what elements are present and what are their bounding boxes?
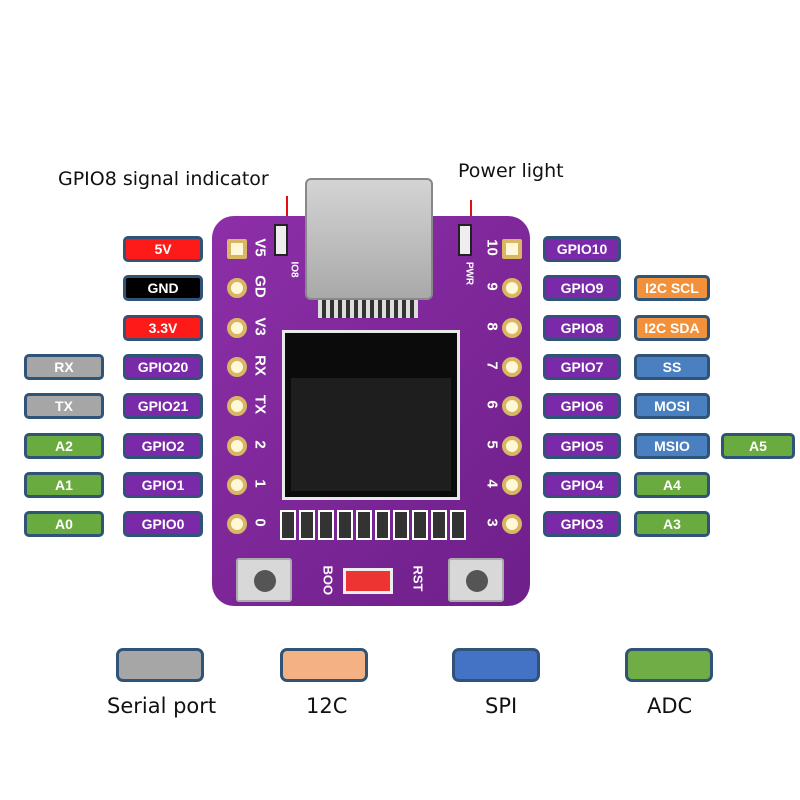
legend-label-i2c: 12C xyxy=(306,694,348,718)
power-led xyxy=(458,224,472,256)
alt-label-a3: A3 xyxy=(634,511,710,538)
silk-6: 6 xyxy=(483,400,501,409)
pin-pad xyxy=(227,435,247,456)
smd-component xyxy=(374,510,391,540)
pin-label-gpio9: GPIO9 xyxy=(543,275,621,302)
reset-button[interactable] xyxy=(448,558,504,602)
legend-swatch-adc xyxy=(625,648,713,682)
alt-label-tx: TX xyxy=(24,393,104,420)
smd-component xyxy=(431,510,448,540)
silk-pwr: PWR xyxy=(463,261,475,286)
silk-9: 9 xyxy=(483,282,501,291)
pin-label-gpio21: GPIO21 xyxy=(123,393,203,420)
smd-component xyxy=(450,510,467,540)
alt-label-a0: A0 xyxy=(24,511,104,538)
pin-pad xyxy=(502,474,522,495)
alt-label-i2c-sda: I2C SDA xyxy=(634,314,710,341)
pin-pad xyxy=(227,356,247,377)
pin-label-gpio2: GPIO2 xyxy=(123,432,203,459)
pin-label-gpio4: GPIO4 xyxy=(543,471,621,498)
smd-component xyxy=(355,510,372,540)
silk-4: 4 xyxy=(483,479,501,488)
pin-label-gpio3: GPIO3 xyxy=(543,511,621,538)
gpio8-indicator-arrow-icon xyxy=(281,196,293,226)
silk-rx: RX xyxy=(251,354,269,376)
alt-label-a5: A5 xyxy=(721,432,795,459)
pin-pad xyxy=(502,239,522,259)
gpio8-led xyxy=(274,224,288,256)
alt-label-mosi: MOSI xyxy=(634,393,710,420)
silk-gd: GD xyxy=(251,275,269,299)
silk-rst: RST xyxy=(410,565,426,592)
power-light-callout: Power light xyxy=(458,160,564,182)
oled-display-area xyxy=(291,378,451,491)
pin-pad xyxy=(227,239,247,259)
smd-component xyxy=(336,510,353,540)
alt-label-msio: MSIO xyxy=(634,432,710,459)
alt-label-rx: RX xyxy=(24,353,104,380)
pin-pad xyxy=(502,278,522,299)
silk-v5: V5 xyxy=(251,238,269,257)
pin-pad xyxy=(502,317,522,338)
pin-label-gpio5: GPIO5 xyxy=(543,432,621,459)
alt-label-i2c-scl: I2C SCL xyxy=(634,275,710,302)
smd-component xyxy=(280,510,296,540)
pin-pad xyxy=(502,356,522,377)
pin-label-gnd: GND xyxy=(123,275,203,302)
pin-pad xyxy=(502,396,522,417)
silk-3: 3 xyxy=(483,518,501,527)
smd-component xyxy=(317,510,334,540)
silk-10: 10 xyxy=(483,239,501,256)
pin-pad xyxy=(227,278,247,299)
pin-pad xyxy=(502,435,522,456)
pin-pad xyxy=(227,474,247,495)
smd-component-row xyxy=(280,510,467,540)
legend-swatch-i2c xyxy=(280,648,368,682)
silk-tx: TX xyxy=(251,395,269,415)
oled-screen xyxy=(282,330,460,500)
silk-2: 2 xyxy=(251,439,269,449)
legend-swatch-spi xyxy=(452,648,540,682)
boot-switch xyxy=(343,568,393,594)
smd-component xyxy=(412,510,429,540)
pin-pad xyxy=(227,317,247,338)
pin-label-gpio7: GPIO7 xyxy=(543,353,621,380)
pin-pad xyxy=(227,396,247,417)
pin-label-gpio10: GPIO10 xyxy=(543,236,621,262)
pin-label-gpio0: GPIO0 xyxy=(123,511,203,538)
pin-label-5v: 5V xyxy=(123,236,203,262)
alt-label-a1: A1 xyxy=(24,471,104,498)
alt-label-a4: A4 xyxy=(634,471,710,498)
legend-label-spi: SPI xyxy=(485,694,518,718)
pin-pad xyxy=(502,514,522,535)
usb-c-pins xyxy=(318,300,418,318)
pin-label-gpio8: GPIO8 xyxy=(543,314,621,341)
gpio8-indicator-callout: GPIO8 signal indicator xyxy=(58,168,269,190)
alt-label-ss: SS xyxy=(634,353,710,380)
pin-label-33v: 3.3V xyxy=(123,314,203,341)
pin-label-gpio6: GPIO6 xyxy=(543,393,621,420)
silk-v3: V3 xyxy=(251,316,269,336)
pin-label-gpio1: GPIO1 xyxy=(123,471,203,498)
smd-component xyxy=(298,510,315,540)
usb-c-connector xyxy=(305,178,433,300)
silk-boot: BOO xyxy=(320,565,336,596)
silk-8: 8 xyxy=(483,321,501,331)
silk-0: 0 xyxy=(251,518,269,527)
silk-7: 7 xyxy=(483,361,501,370)
boot-button[interactable] xyxy=(236,558,292,602)
pin-pad xyxy=(227,514,247,535)
legend-label-serial: Serial port xyxy=(107,694,217,718)
legend-label-adc: ADC xyxy=(647,694,693,718)
smd-component xyxy=(393,510,410,540)
legend-swatch-serial xyxy=(116,648,204,682)
pin-label-gpio20: GPIO20 xyxy=(123,353,203,380)
silk-1: 1 xyxy=(251,479,269,488)
silk-io8: IO8 xyxy=(288,261,300,278)
alt-label-a2: A2 xyxy=(24,432,104,459)
silk-5: 5 xyxy=(483,439,501,449)
